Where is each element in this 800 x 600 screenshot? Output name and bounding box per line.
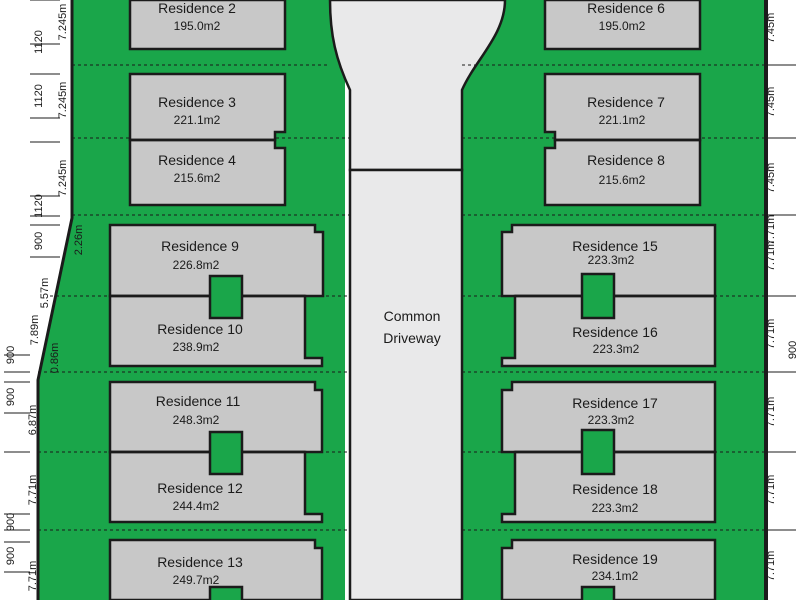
- residence-13-name: Residence 13: [157, 554, 243, 570]
- left-dimension-labels: 7.245m 1120 7.245m 1120 7.245m 1120 900 …: [5, 4, 85, 592]
- residence-4-area: 215.6m2: [174, 171, 221, 185]
- residence-8-area: 215.6m2: [599, 173, 646, 187]
- residence-6-area: 195.0m2: [599, 19, 646, 33]
- residence-3-area: 221.1m2: [174, 113, 221, 127]
- right-dimension-ticks: [766, 64, 796, 531]
- residence-15-area: 223.3m2: [588, 253, 635, 267]
- residence-16-name: Residence 16: [572, 324, 658, 340]
- residence-15-footprint: [500, 223, 717, 298]
- dim-right-5: 7.71m: [765, 319, 777, 350]
- residence-2-footprint: [128, 0, 287, 51]
- dim-left-10: 7.89m: [29, 315, 41, 346]
- residence-13-footprint: [108, 538, 324, 600]
- dim-right-9: 7.71m: [765, 551, 777, 582]
- residence-12-area: 244.4m2: [173, 499, 220, 513]
- dim-left-1: 7.245m: [57, 4, 69, 41]
- residence-2-area: 195.0m2: [174, 19, 221, 33]
- residence-blocks-left: [108, 0, 325, 600]
- dim-right-8: 7.71m: [765, 475, 777, 506]
- residence-4-name: Residence 4: [158, 152, 236, 168]
- dim-left-12: 0.86m: [49, 343, 61, 374]
- driveway-label-line1: Common: [384, 308, 441, 324]
- dim-right-6: 900: [787, 341, 799, 359]
- residence-19-name: Residence 19: [572, 551, 658, 567]
- driveway-stem: [348, 168, 464, 600]
- residence-18-name: Residence 18: [572, 481, 658, 497]
- driveway-label-line2: Driveway: [383, 330, 441, 346]
- residence-11-area: 248.3m2: [173, 413, 220, 427]
- residence-11-name: Residence 11: [156, 393, 241, 409]
- dim-left-5: 7.245m: [57, 160, 69, 197]
- residence-19-area: 234.1m2: [592, 569, 639, 583]
- residence-16-area: 223.3m2: [593, 342, 640, 356]
- dim-left-13: 900: [5, 388, 17, 406]
- residence-19-footprint: [500, 538, 717, 600]
- right-dimension-labels: 7.45m 7.45m 7.45m 7.71m 7.71m 900 7.71m …: [765, 13, 799, 582]
- residence-3-name: Residence 3: [158, 94, 236, 110]
- residence-8-name: Residence 8: [587, 152, 665, 168]
- residence-13-area: 249.7m2: [173, 573, 220, 587]
- dim-left-7: 900: [33, 232, 45, 250]
- dim-right-2: 7.45m: [765, 87, 777, 118]
- dim-left-17: 900: [5, 547, 17, 565]
- residence-6-footprint: [543, 0, 702, 51]
- dim-left-16: 900: [5, 513, 17, 531]
- dim-left-14: 6.87m: [27, 405, 39, 436]
- residence-17-name: Residence 17: [572, 395, 658, 411]
- residence-10-name: Residence 10: [157, 321, 243, 337]
- residence-9-area: 226.8m2: [173, 258, 220, 272]
- residence-blocks-right: [500, 0, 717, 600]
- residence-18-area: 223.3m2: [592, 501, 639, 515]
- dim-left-6: 1120: [33, 194, 45, 218]
- dim-left-9: 5.57m: [39, 278, 51, 309]
- residence-10-area: 238.9m2: [173, 340, 220, 354]
- residence-7-area: 221.1m2: [599, 113, 646, 127]
- residence-12-name: Residence 12: [157, 480, 243, 496]
- residence-6-name: Residence 6: [587, 0, 665, 16]
- dim-right-3: 7.45m: [765, 163, 777, 194]
- dim-right-1: 7.45m: [765, 13, 777, 44]
- left-boundary: [36, 0, 74, 600]
- dim-right-7: 7.71m: [765, 397, 777, 428]
- residence-2-name: Residence 2: [158, 0, 236, 16]
- residence-15-name: Residence 15: [572, 238, 658, 254]
- residence-9-name: Residence 9: [161, 238, 239, 254]
- residence-17-area: 223.3m2: [588, 413, 635, 427]
- left-dimension-ticks: [4, 0, 60, 573]
- dim-left-18: 7.71m: [27, 561, 39, 592]
- dim-left-8: 2.26m: [73, 225, 85, 256]
- dim-right-10: 7.71m: [765, 215, 777, 246]
- dim-left-2: 1120: [33, 30, 45, 54]
- dim-left-15: 7.71m: [27, 475, 39, 506]
- common-driveway: [328, 0, 507, 172]
- residence-labels: Residence 2 195.0m2 Residence 3 221.1m2 …: [156, 0, 665, 587]
- dim-right-4: 7.71m: [765, 241, 777, 272]
- dim-left-3: 7.245m: [57, 82, 69, 119]
- residence-7-name: Residence 7: [587, 94, 665, 110]
- dim-left-11: 900: [5, 346, 17, 364]
- residence-17-footprint: [500, 380, 717, 454]
- dim-left-4: 1120: [33, 84, 45, 108]
